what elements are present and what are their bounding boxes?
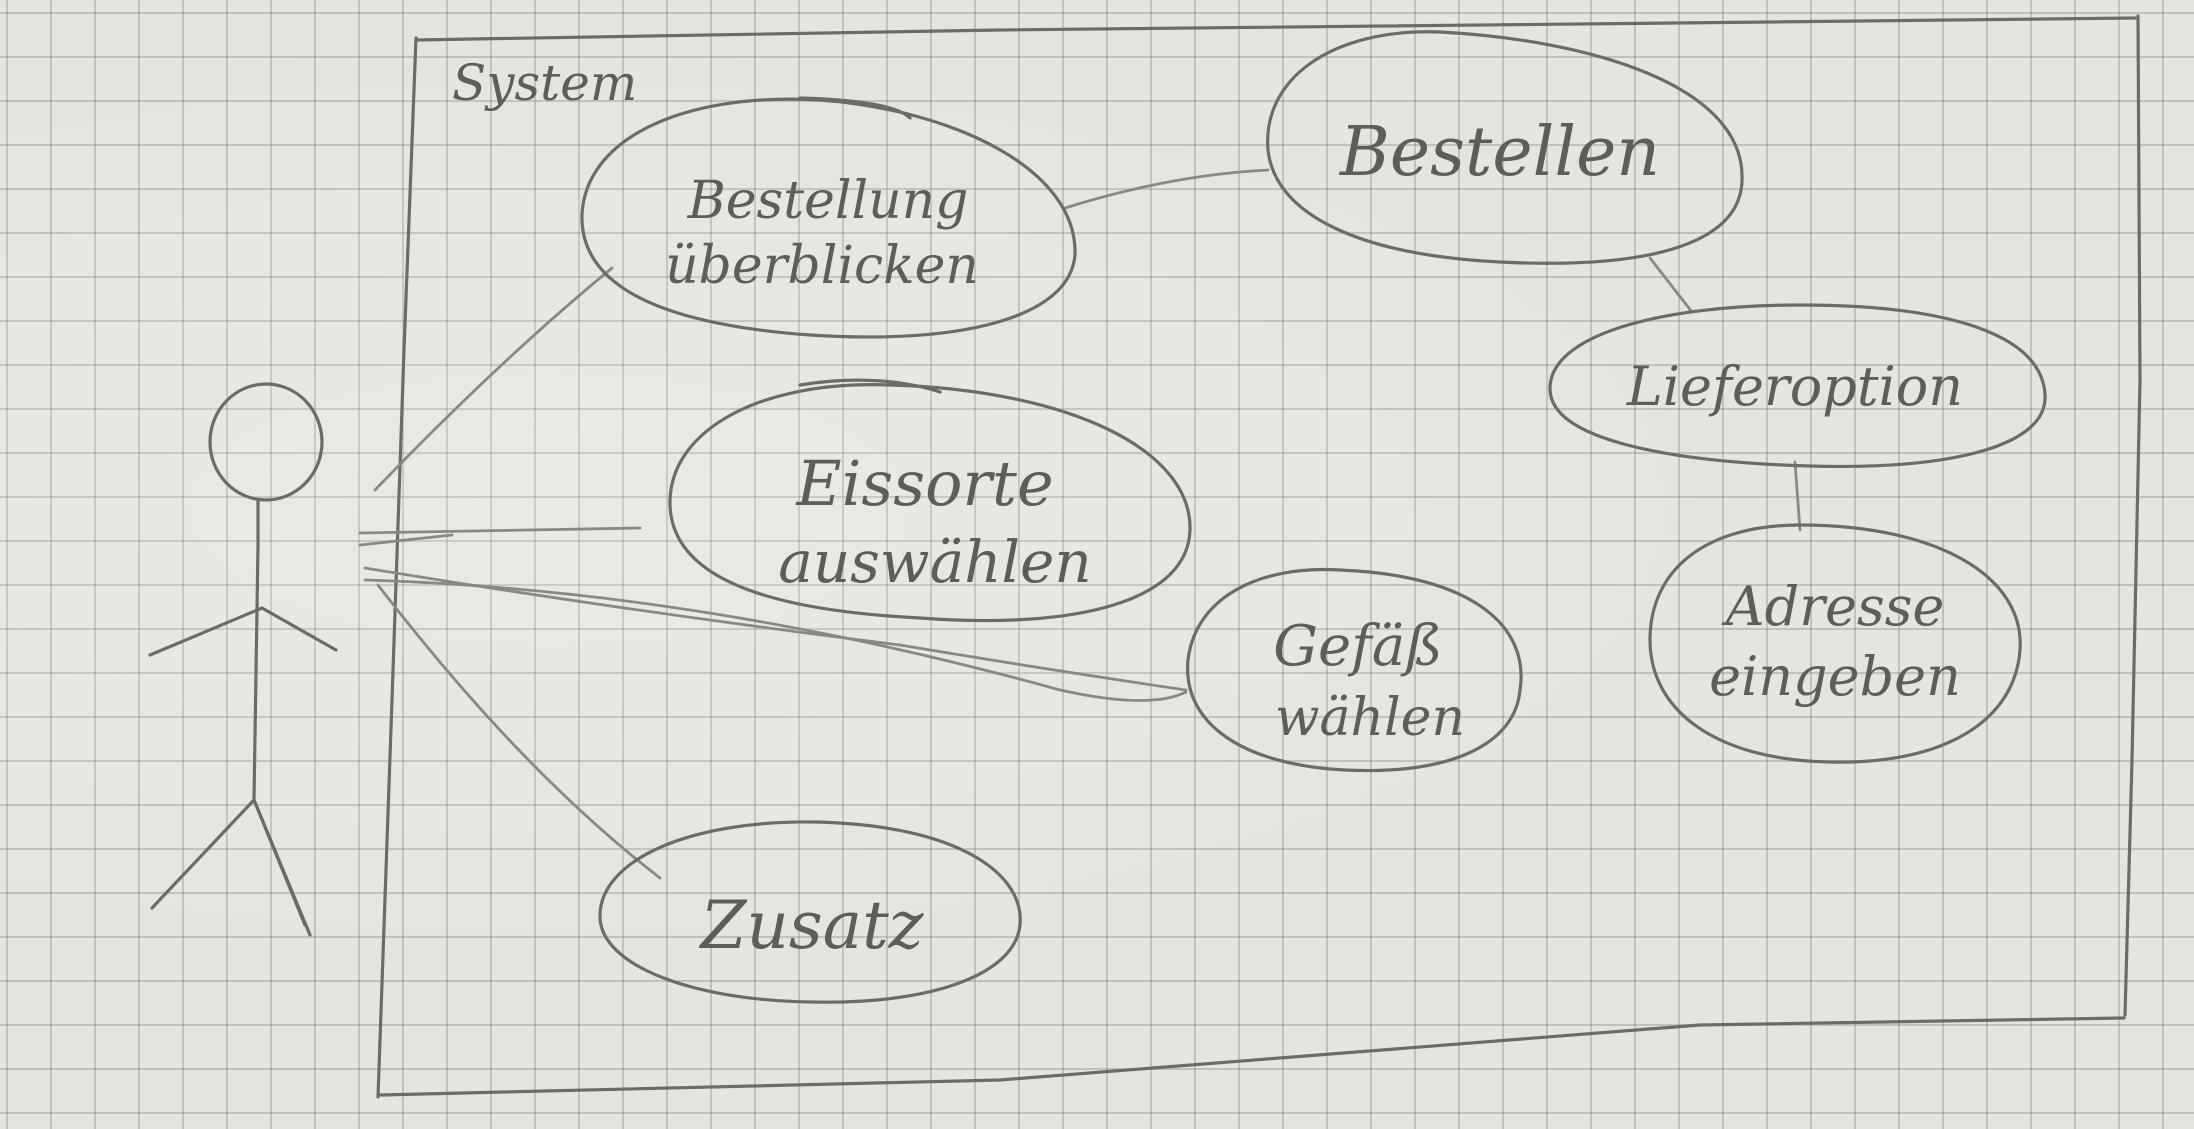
association-actor-overview xyxy=(373,266,614,492)
use-case-address: Adresse eingeben xyxy=(1648,523,2022,764)
actor-legs xyxy=(252,798,307,927)
system-label: System xyxy=(452,54,637,112)
association-actor-flavor xyxy=(358,526,642,535)
use-case-order: Bestellen xyxy=(1266,30,1744,265)
actor-head xyxy=(208,382,324,502)
actor-legs xyxy=(150,798,312,937)
use-case-overview-line-2: überblicken xyxy=(665,236,979,296)
system-boundary xyxy=(376,14,2142,1099)
association-overview-order xyxy=(1063,168,1270,210)
actor-arms xyxy=(148,606,338,657)
use-case-flavor: Eissorte auswählen xyxy=(668,378,1192,623)
use-case-flavor-ellipse xyxy=(668,378,1192,623)
use-case-delivery-label: Lieferoption xyxy=(1626,355,1963,418)
actor-stick-figure xyxy=(148,382,338,937)
use-case-overview-line-1: Bestellung xyxy=(687,171,969,231)
use-case-extra: Zusatz xyxy=(598,820,1022,1004)
use-case-address-line-2: eingeben xyxy=(1709,645,1961,708)
use-case-flavor-line-2: auswählen xyxy=(778,528,1092,596)
use-case-address-ellipse xyxy=(1648,523,2022,764)
association-delivery-address xyxy=(1793,460,1802,532)
actor-body xyxy=(252,498,260,802)
use-case-delivery: Lieferoption xyxy=(1548,303,2047,468)
use-case-overview-ellipse xyxy=(580,96,1077,339)
association-actor-flavor xyxy=(358,533,454,547)
use-case-extra-label: Zusatz xyxy=(699,887,925,964)
association-order-delivery xyxy=(1648,256,1694,314)
use-case-container: Gefäß wählen xyxy=(1186,567,1523,773)
use-case-flavor-line-1: Eissorte xyxy=(795,447,1053,520)
use-case-address-line-1: Adresse xyxy=(1721,575,1945,638)
use-case-delivery-ellipse xyxy=(1548,303,2047,468)
use-case-overview: Bestellung überblicken xyxy=(580,96,1077,339)
use-case-extra-ellipse xyxy=(598,820,1022,1004)
use-case-container-ellipse xyxy=(1186,567,1523,773)
use-case-order-ellipse xyxy=(1266,30,1744,265)
association-actor-extra xyxy=(376,583,662,880)
use-case-container-line-2: wählen xyxy=(1275,688,1465,748)
use-case-container-line-1: Gefäß xyxy=(1273,614,1442,679)
use-case-order-label: Bestellen xyxy=(1338,113,1660,192)
association-actor-container xyxy=(363,578,1188,702)
